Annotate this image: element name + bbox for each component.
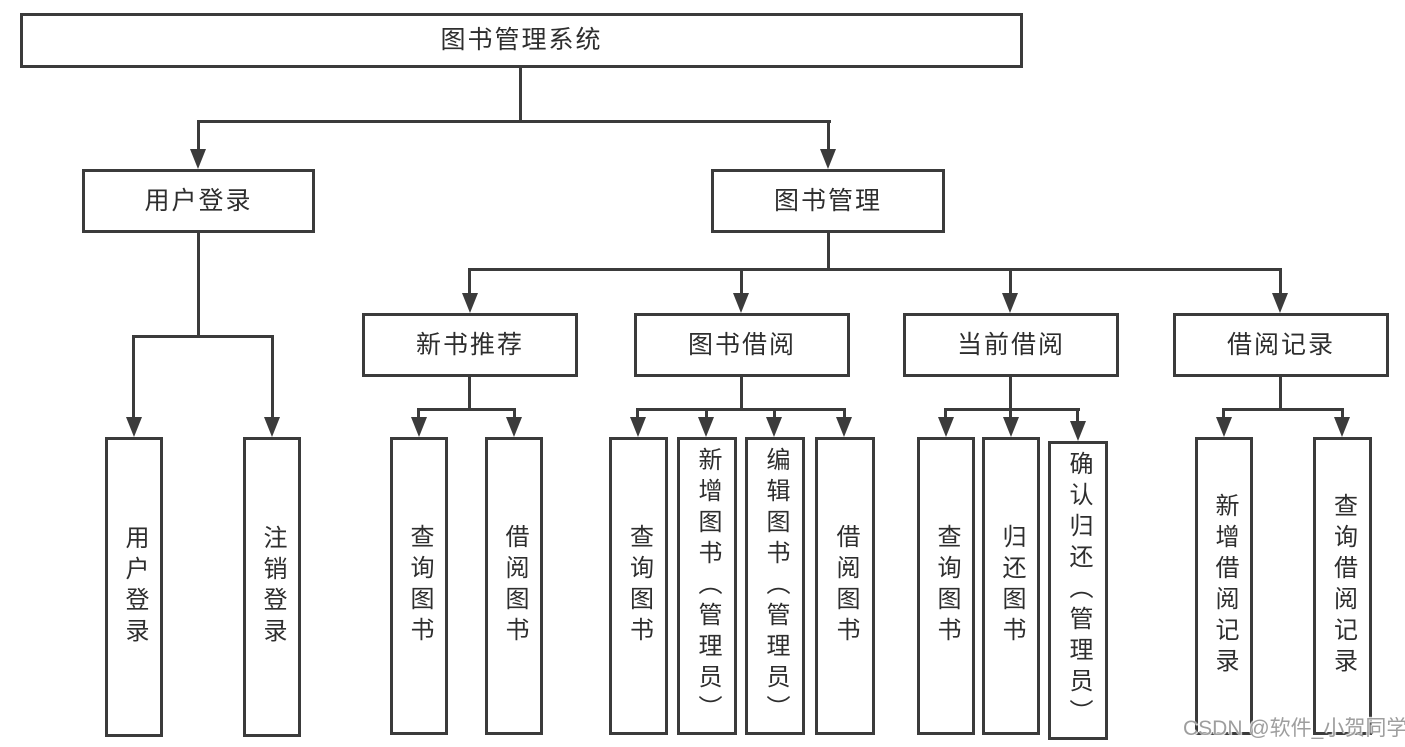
connector-segment <box>740 377 743 410</box>
arrow-down-icon <box>264 417 280 437</box>
node-borrow-records: 借阅记录 <box>1173 313 1389 377</box>
node-book-management: 图书管理 <box>711 169 945 233</box>
node-new-book-recommend-label: 新书推荐 <box>415 330 524 359</box>
leaf-records-query-record-label: 查询借阅记录 <box>1329 493 1357 679</box>
leaf-recommend-query-books-label: 查询图书 <box>406 524 433 648</box>
connector-segment <box>132 335 135 419</box>
leaf-records-add-record-label: 新增借阅记录 <box>1211 493 1238 679</box>
leaf-borrow-borrow-books-label: 借阅图书 <box>832 524 859 648</box>
connector-segment <box>827 233 830 270</box>
leaf-logout: 注销登录 <box>243 437 301 737</box>
connector-segment <box>740 271 743 295</box>
connector-segment <box>1076 411 1079 423</box>
leaf-borrow-borrow-books: 借阅图书 <box>815 437 875 735</box>
connector-segment <box>1279 271 1282 295</box>
connector-segment <box>468 271 471 295</box>
leaf-current-return-books: 归还图书 <box>982 437 1040 735</box>
connector-segment <box>705 411 708 419</box>
leaf-current-query-books: 查询图书 <box>917 437 975 735</box>
node-new-book-recommend: 新书推荐 <box>362 313 578 377</box>
connector-segment <box>636 411 639 419</box>
connector-segment <box>827 120 830 152</box>
leaf-borrow-query-books-label: 查询图书 <box>625 524 653 648</box>
leaf-logout-label: 注销登录 <box>259 525 286 649</box>
leaf-user-login-label: 用户登录 <box>121 525 148 649</box>
arrow-down-icon <box>820 149 836 169</box>
connector-segment <box>197 120 831 123</box>
connector-segment <box>1009 271 1012 295</box>
node-book-borrow: 图书借阅 <box>634 313 850 377</box>
leaf-borrow-query-books: 查询图书 <box>609 437 668 735</box>
node-library-system: 图书管理系统 <box>20 13 1023 68</box>
leaf-recommend-query-books: 查询图书 <box>390 437 448 735</box>
connector-segment <box>1009 377 1012 410</box>
connector-segment <box>468 377 471 410</box>
connector-segment <box>843 411 846 419</box>
leaf-recommend-borrow-books-label: 借阅图书 <box>501 524 528 648</box>
node-current-borrow: 当前借阅 <box>903 313 1119 377</box>
csdn-watermark: CSDN @软件_小贺同学 <box>1183 717 1405 740</box>
connector-segment <box>132 335 274 338</box>
connector-segment <box>197 233 200 337</box>
connector-segment <box>944 408 1080 411</box>
leaf-borrow-edit-books-admin: 编辑图书（管理员） <box>745 437 805 735</box>
connector-segment <box>1279 377 1282 410</box>
connector-segment <box>944 411 947 419</box>
arrow-down-icon <box>1334 417 1350 437</box>
arrow-down-icon <box>462 293 478 313</box>
leaf-current-confirm-return-admin-label: 确认归还（管理员） <box>1065 451 1092 730</box>
leaf-current-query-books-label: 查询图书 <box>933 524 960 648</box>
arrow-down-icon <box>630 417 646 437</box>
arrow-down-icon <box>190 149 206 169</box>
connector-segment <box>1222 411 1225 419</box>
arrow-down-icon <box>766 417 782 437</box>
connector-segment <box>1341 411 1344 419</box>
leaf-current-return-books-label: 归还图书 <box>998 524 1025 648</box>
connector-segment <box>513 411 516 419</box>
connector-segment <box>519 68 522 122</box>
node-user-login: 用户登录 <box>82 169 315 233</box>
connector-segment <box>1009 411 1012 419</box>
arrow-down-icon <box>1272 293 1288 313</box>
connector-segment <box>417 411 420 419</box>
arrow-down-icon <box>1003 417 1019 437</box>
connector-segment <box>636 408 846 411</box>
arrow-down-icon <box>506 417 522 437</box>
arrow-down-icon <box>1070 421 1086 441</box>
node-borrow-records-label: 借阅记录 <box>1226 330 1335 359</box>
leaf-records-add-record: 新增借阅记录 <box>1195 437 1253 735</box>
connector-segment <box>197 120 200 152</box>
connector-segment <box>1222 408 1344 411</box>
node-library-system-label: 图书管理系统 <box>440 26 603 54</box>
leaf-recommend-borrow-books: 借阅图书 <box>485 437 543 735</box>
arrow-down-icon <box>836 417 852 437</box>
node-book-management-label: 图书管理 <box>773 186 882 215</box>
connector-segment <box>773 411 776 419</box>
arrow-down-icon <box>1216 417 1232 437</box>
leaf-borrow-edit-books-admin-label: 编辑图书（管理员） <box>762 446 789 726</box>
node-user-login-label: 用户登录 <box>144 186 253 215</box>
connector-segment <box>468 268 1282 271</box>
leaf-user-login: 用户登录 <box>105 437 163 737</box>
arrow-down-icon <box>1002 293 1018 313</box>
leaf-borrow-add-books-admin-label: 新增图书（管理员） <box>694 446 721 726</box>
arrow-down-icon <box>126 417 142 437</box>
leaf-current-confirm-return-admin: 确认归还（管理员） <box>1048 441 1108 740</box>
node-current-borrow-label: 当前借阅 <box>956 330 1065 359</box>
connector-segment <box>271 335 274 419</box>
arrow-down-icon <box>733 293 749 313</box>
leaf-borrow-add-books-admin: 新增图书（管理员） <box>677 437 737 735</box>
arrow-down-icon <box>938 417 954 437</box>
node-book-borrow-label: 图书借阅 <box>687 330 796 359</box>
arrow-down-icon <box>698 417 714 437</box>
arrow-down-icon <box>411 417 427 437</box>
connector-segment <box>417 408 516 411</box>
leaf-records-query-record: 查询借阅记录 <box>1313 437 1372 735</box>
